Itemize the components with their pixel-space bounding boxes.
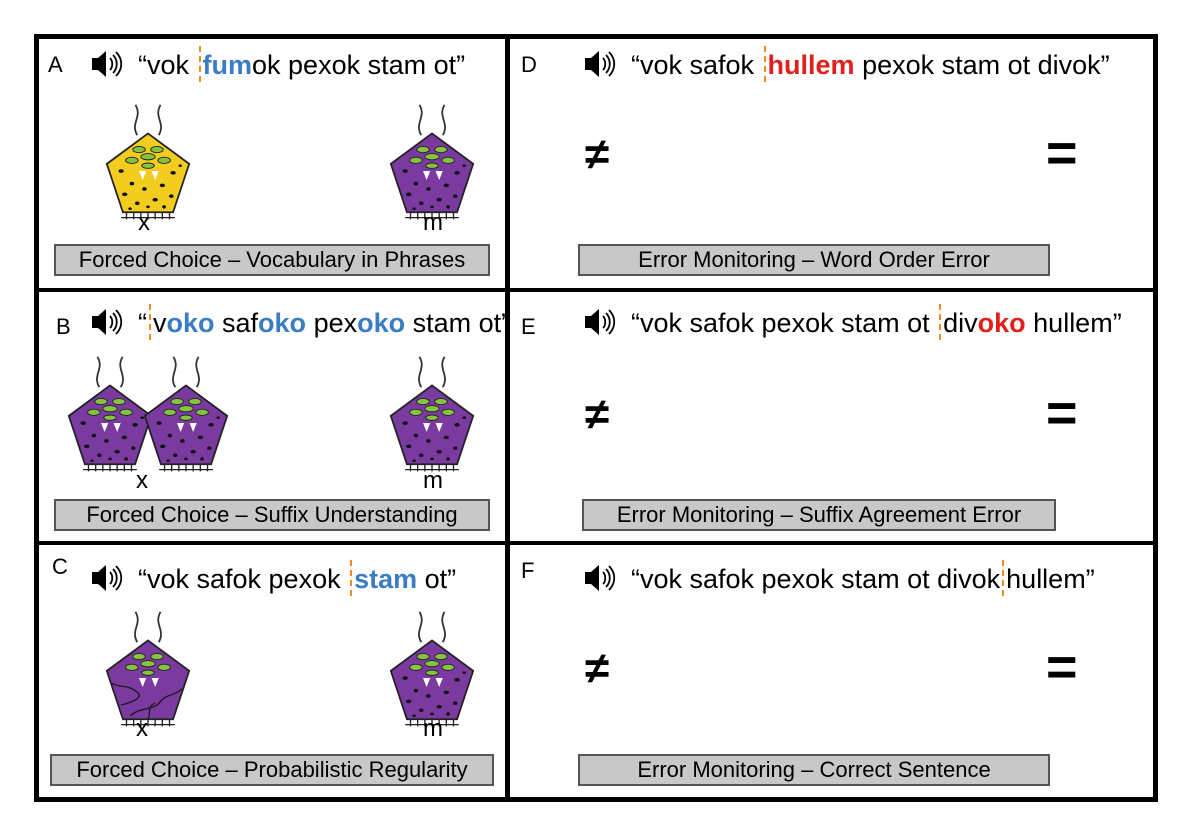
segment-marker (763, 46, 766, 82)
sentence-text: “vok safok pexok stam ot divok (631, 564, 1001, 594)
segment-marker (198, 46, 201, 82)
speaker-sound-icon[interactable] (90, 50, 124, 78)
sentence: “vok safok hullem pexok stam ot divok” (583, 46, 1110, 82)
sentence-text: pex (306, 308, 358, 338)
sentence-text: “vok (138, 50, 197, 80)
column-divider (505, 34, 510, 802)
speaker-sound-icon[interactable] (90, 308, 124, 336)
not-equal-button[interactable]: ≠ (585, 644, 610, 693)
segment-marker (350, 560, 353, 596)
sentence-text: stam ot” (405, 308, 511, 338)
highlighted-segment: stam (354, 564, 418, 594)
sentence-text: ok pexok stam ot” (252, 50, 466, 80)
panel-letter: B (56, 314, 71, 339)
sentence: “vok fumok pexok stam ot” (90, 46, 465, 82)
speaker-sound-icon[interactable] (583, 50, 617, 78)
not-equal-button[interactable]: ≠ (585, 130, 610, 179)
choice-label-m: m (423, 209, 443, 236)
sentence: “vok safok pexok stam ot divoko hullem” (583, 304, 1122, 340)
task-caption: Error Monitoring – Correct Sentence (578, 754, 1050, 786)
panel-letter: E (521, 314, 536, 339)
sentence-text: pexok stam ot divok” (854, 50, 1110, 80)
sentence-text: v (153, 308, 167, 338)
task-caption: Forced Choice – Probabilistic Regularity (50, 754, 494, 786)
sentence: “vok safok pexok stam ot” (90, 560, 456, 596)
highlighted-segment: fum (202, 50, 253, 80)
purple-alien-creature-icon[interactable] (136, 355, 236, 475)
panel-letter: A (48, 52, 63, 77)
task-caption: Forced Choice – Vocabulary in Phrases (54, 244, 490, 276)
equal-button[interactable]: = (1046, 123, 1078, 183)
highlighted-segment: oko (357, 308, 406, 338)
highlighted-segment: oko (977, 308, 1026, 338)
panel-letter: F (521, 558, 535, 583)
purple-cracked-alien-creature-icon[interactable] (98, 610, 198, 730)
purple-alien-creature-icon[interactable] (382, 355, 482, 475)
sentence-text: hullem” (1025, 308, 1122, 338)
purple-alien-creature-icon[interactable] (382, 103, 482, 223)
figure-frame (34, 34, 1158, 802)
choice-label-m: m (423, 467, 443, 494)
sentence: “voko safoko pexoko stam ot” (90, 304, 510, 340)
task-caption: Error Monitoring – Word Order Error (578, 244, 1050, 276)
equal-button[interactable]: = (1046, 637, 1078, 697)
sentence-text: “vok safok pexok stam ot (631, 308, 938, 338)
panel-letter: D (521, 52, 537, 77)
segment-marker (149, 304, 151, 340)
panel-letter: C (52, 554, 68, 579)
sentence-text: hullem” (1006, 564, 1095, 594)
choice-label-x: x (136, 467, 148, 494)
sentence-text: “vok safok (631, 50, 762, 80)
sentence-text: ot” (417, 564, 457, 594)
highlighted-segment: hullem (767, 50, 855, 80)
sentence-text: “ (138, 308, 147, 338)
segment-marker (1002, 560, 1005, 596)
choice-label-x: x (136, 715, 148, 742)
speaker-sound-icon[interactable] (90, 564, 124, 592)
row-divider-2 (34, 541, 1158, 545)
choice-label-m: m (423, 715, 443, 742)
task-caption: Error Monitoring – Suffix Agreement Erro… (582, 499, 1056, 531)
sentence-text: saf (214, 308, 259, 338)
highlighted-segment: oko (258, 308, 307, 338)
segment-marker (939, 304, 942, 340)
speaker-sound-icon[interactable] (583, 564, 617, 592)
choice-label-x: x (138, 209, 150, 236)
equal-button[interactable]: = (1046, 383, 1078, 443)
purple-alien-creature-icon[interactable] (382, 610, 482, 730)
yellow-alien-creature-icon[interactable] (98, 103, 198, 223)
sentence-text: “vok safok pexok (138, 564, 349, 594)
highlighted-segment: oko (166, 308, 215, 338)
sentence-text: div (943, 308, 978, 338)
not-equal-button[interactable]: ≠ (585, 390, 610, 439)
speaker-sound-icon[interactable] (583, 308, 617, 336)
task-caption: Forced Choice – Suffix Understanding (54, 499, 490, 531)
row-divider-1 (34, 288, 1158, 292)
